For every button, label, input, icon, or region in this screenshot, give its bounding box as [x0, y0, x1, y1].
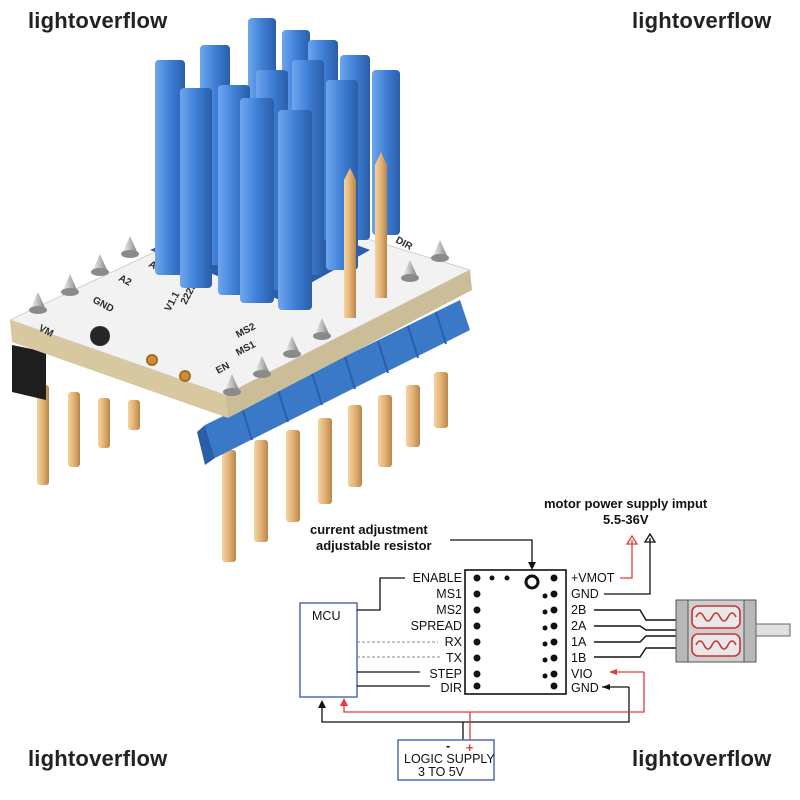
stepper-motor	[675, 599, 791, 663]
resistor-pointer	[450, 539, 533, 566]
watermark-top-left: lightoverflow	[28, 8, 168, 33]
motor-supply-range: 5.5-36V	[603, 512, 649, 527]
pin-label-tx: TX	[446, 651, 463, 665]
header-pins-bottom	[37, 372, 448, 562]
pin-label-1b: 1B	[571, 651, 586, 665]
watermark-bottom-left: lightoverflow	[28, 746, 168, 771]
pin-label-gnd-motor: GND	[571, 587, 599, 601]
logic-plus: +	[466, 741, 473, 755]
mcu-label: MCU	[312, 609, 340, 623]
chip-pads-right	[550, 574, 558, 690]
pin-label-step: STEP	[429, 667, 462, 681]
pin-label-vio: VIO	[571, 667, 593, 681]
mount-hole	[90, 326, 110, 346]
pin-label-dir: DIR	[440, 681, 462, 695]
motor-supply-wires	[604, 538, 651, 595]
logic-supply-box	[397, 739, 495, 781]
chip-pads-left	[473, 574, 481, 690]
mcu-box	[299, 602, 358, 698]
pin-label-spread: SPREAD	[411, 619, 462, 633]
pin-label-1a: 1A	[571, 635, 587, 649]
motor-supply-title: motor power supply imput	[544, 496, 708, 511]
pin-label-vmot: +VMOT	[571, 571, 615, 585]
left-header-block	[12, 345, 46, 400]
pin-label-rx: RX	[445, 635, 463, 649]
pin-label-enable: ENABLE	[413, 571, 462, 585]
watermark-bottom-right: lightoverflow	[632, 746, 772, 771]
pin-label-ms2: MS2	[436, 603, 462, 617]
silk-a2: A2	[117, 273, 134, 289]
pin-label-ms1: MS1	[436, 587, 462, 601]
uart-dashed-wires	[357, 641, 442, 658]
current-adjust-potentiometer	[524, 574, 540, 590]
logic-minus: -	[446, 739, 450, 753]
heatsink	[150, 18, 400, 310]
header-blocks-right	[197, 300, 470, 465]
pin-label-2b: 2B	[571, 603, 586, 617]
logic-supply-label: LOGIC SUPPLY	[404, 752, 495, 766]
motor-shaft	[755, 623, 791, 637]
driver-chip	[464, 569, 567, 695]
solder-posts	[29, 236, 449, 396]
left-pin-labels: ENABLE MS1 MS2 SPREAD RX TX STEP DIR	[411, 571, 463, 695]
watermark-top-right: lightoverflow	[632, 8, 772, 33]
chip-pads-inner	[489, 575, 548, 679]
current-adjust-subtitle: adjustable resistor	[316, 538, 432, 553]
pin-label-gnd-logic: GND	[571, 681, 599, 695]
tall-pins	[344, 152, 387, 318]
mcu-signal-wires	[357, 577, 430, 687]
logic-supply-range: 3 TO 5V	[418, 765, 465, 779]
right-pin-labels: +VMOT GND 2B 2A 1A 1B VIO GND	[571, 571, 615, 695]
motor-coil-wires	[594, 609, 690, 658]
current-adjust-title: current adjustment	[310, 522, 428, 537]
pin-label-2a: 2A	[571, 619, 587, 633]
